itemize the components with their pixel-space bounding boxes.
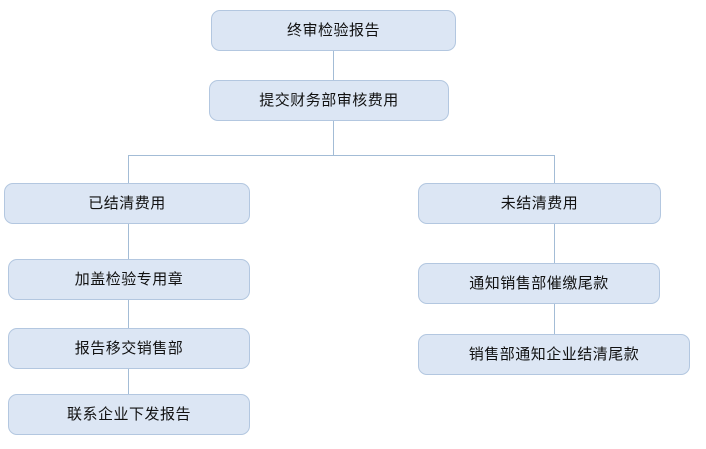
node-label: 通知销售部催缴尾款 [469, 275, 609, 292]
node-label: 报告移交销售部 [74, 340, 184, 357]
node-notify-sales-collect-balance[interactable]: 通知销售部催缴尾款 [418, 263, 660, 304]
node-fee-settled[interactable]: 已结清费用 [4, 183, 250, 224]
node-apply-inspection-seal[interactable]: 加盖检验专用章 [8, 259, 250, 300]
node-submit-finance-review-fee[interactable]: 提交财务部审核费用 [209, 80, 449, 121]
node-transfer-report-to-sales[interactable]: 报告移交销售部 [8, 328, 250, 369]
node-sales-notify-enterprise-settle-balance[interactable]: 销售部通知企业结清尾款 [418, 334, 690, 375]
node-label: 加盖检验专用章 [74, 271, 184, 288]
node-label: 终审检验报告 [286, 22, 380, 39]
connector-n5-n6 [128, 300, 129, 329]
connector-n4-n8 [554, 224, 555, 264]
connector-n6-n7 [128, 369, 129, 395]
connector-n3-n5 [128, 224, 129, 260]
connector-n1-n2 [333, 51, 334, 80]
connector-branch-n4 [554, 155, 555, 184]
connector-branch-horizontal [128, 155, 555, 156]
node-label: 已结清费用 [88, 195, 166, 212]
connector-n8-n9 [554, 304, 555, 335]
node-final-inspection-report[interactable]: 终审检验报告 [211, 10, 456, 51]
connector-n2-branch [333, 121, 334, 156]
node-label: 销售部通知企业结清尾款 [468, 346, 640, 363]
node-fee-unsettled[interactable]: 未结清费用 [418, 183, 661, 224]
node-label: 未结清费用 [500, 195, 579, 212]
node-label: 联系企业下发报告 [66, 406, 191, 423]
node-label: 提交财务部审核费用 [259, 92, 399, 109]
connector-branch-n3 [128, 155, 129, 184]
node-contact-enterprise-issue-report[interactable]: 联系企业下发报告 [8, 394, 250, 435]
